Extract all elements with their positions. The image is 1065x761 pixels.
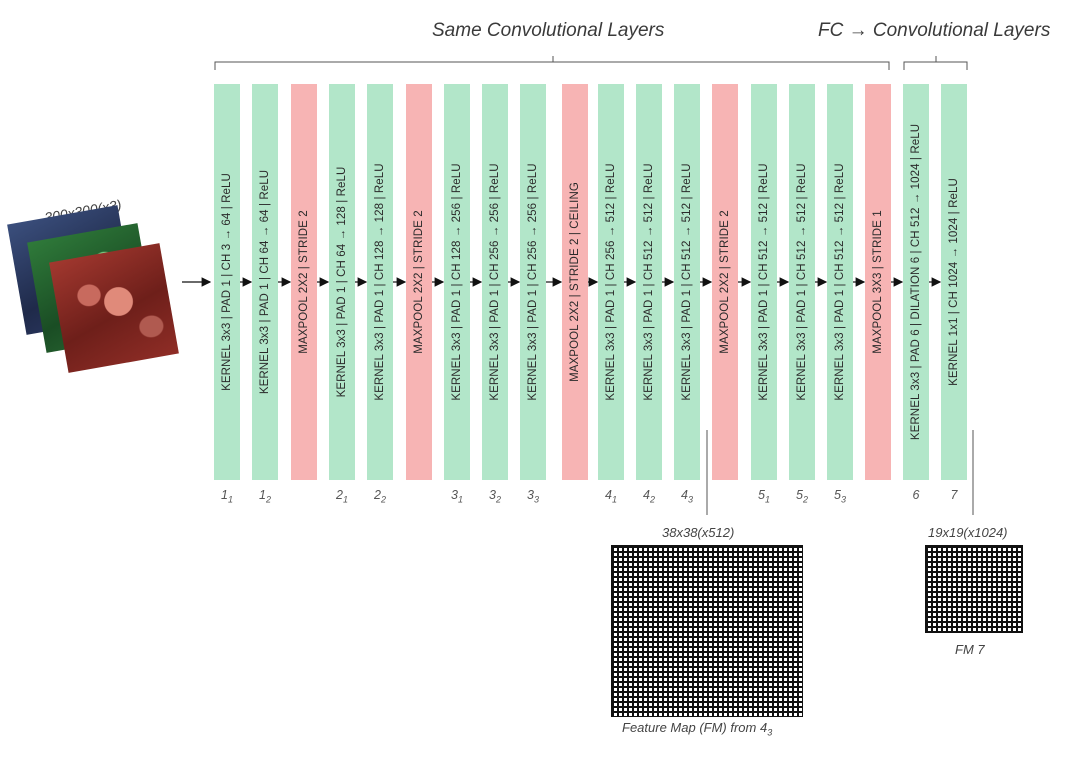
feature-map-7-grid (925, 545, 1023, 633)
fm4-size-label: 38x38(x512) (662, 525, 734, 540)
feature-map-4-grid (611, 545, 803, 717)
fm4-caption: Feature Map (FM) from 43 (622, 720, 772, 738)
brace-fc-conv (904, 56, 967, 70)
fm7-caption: FM 7 (955, 642, 985, 657)
fm4-caption-sub: 3 (767, 728, 772, 738)
fm7-size-label: 19x19(x1024) (928, 525, 1008, 540)
brace-same-conv (215, 56, 889, 70)
fm4-caption-text: Feature Map (FM) from 4 (622, 720, 767, 735)
